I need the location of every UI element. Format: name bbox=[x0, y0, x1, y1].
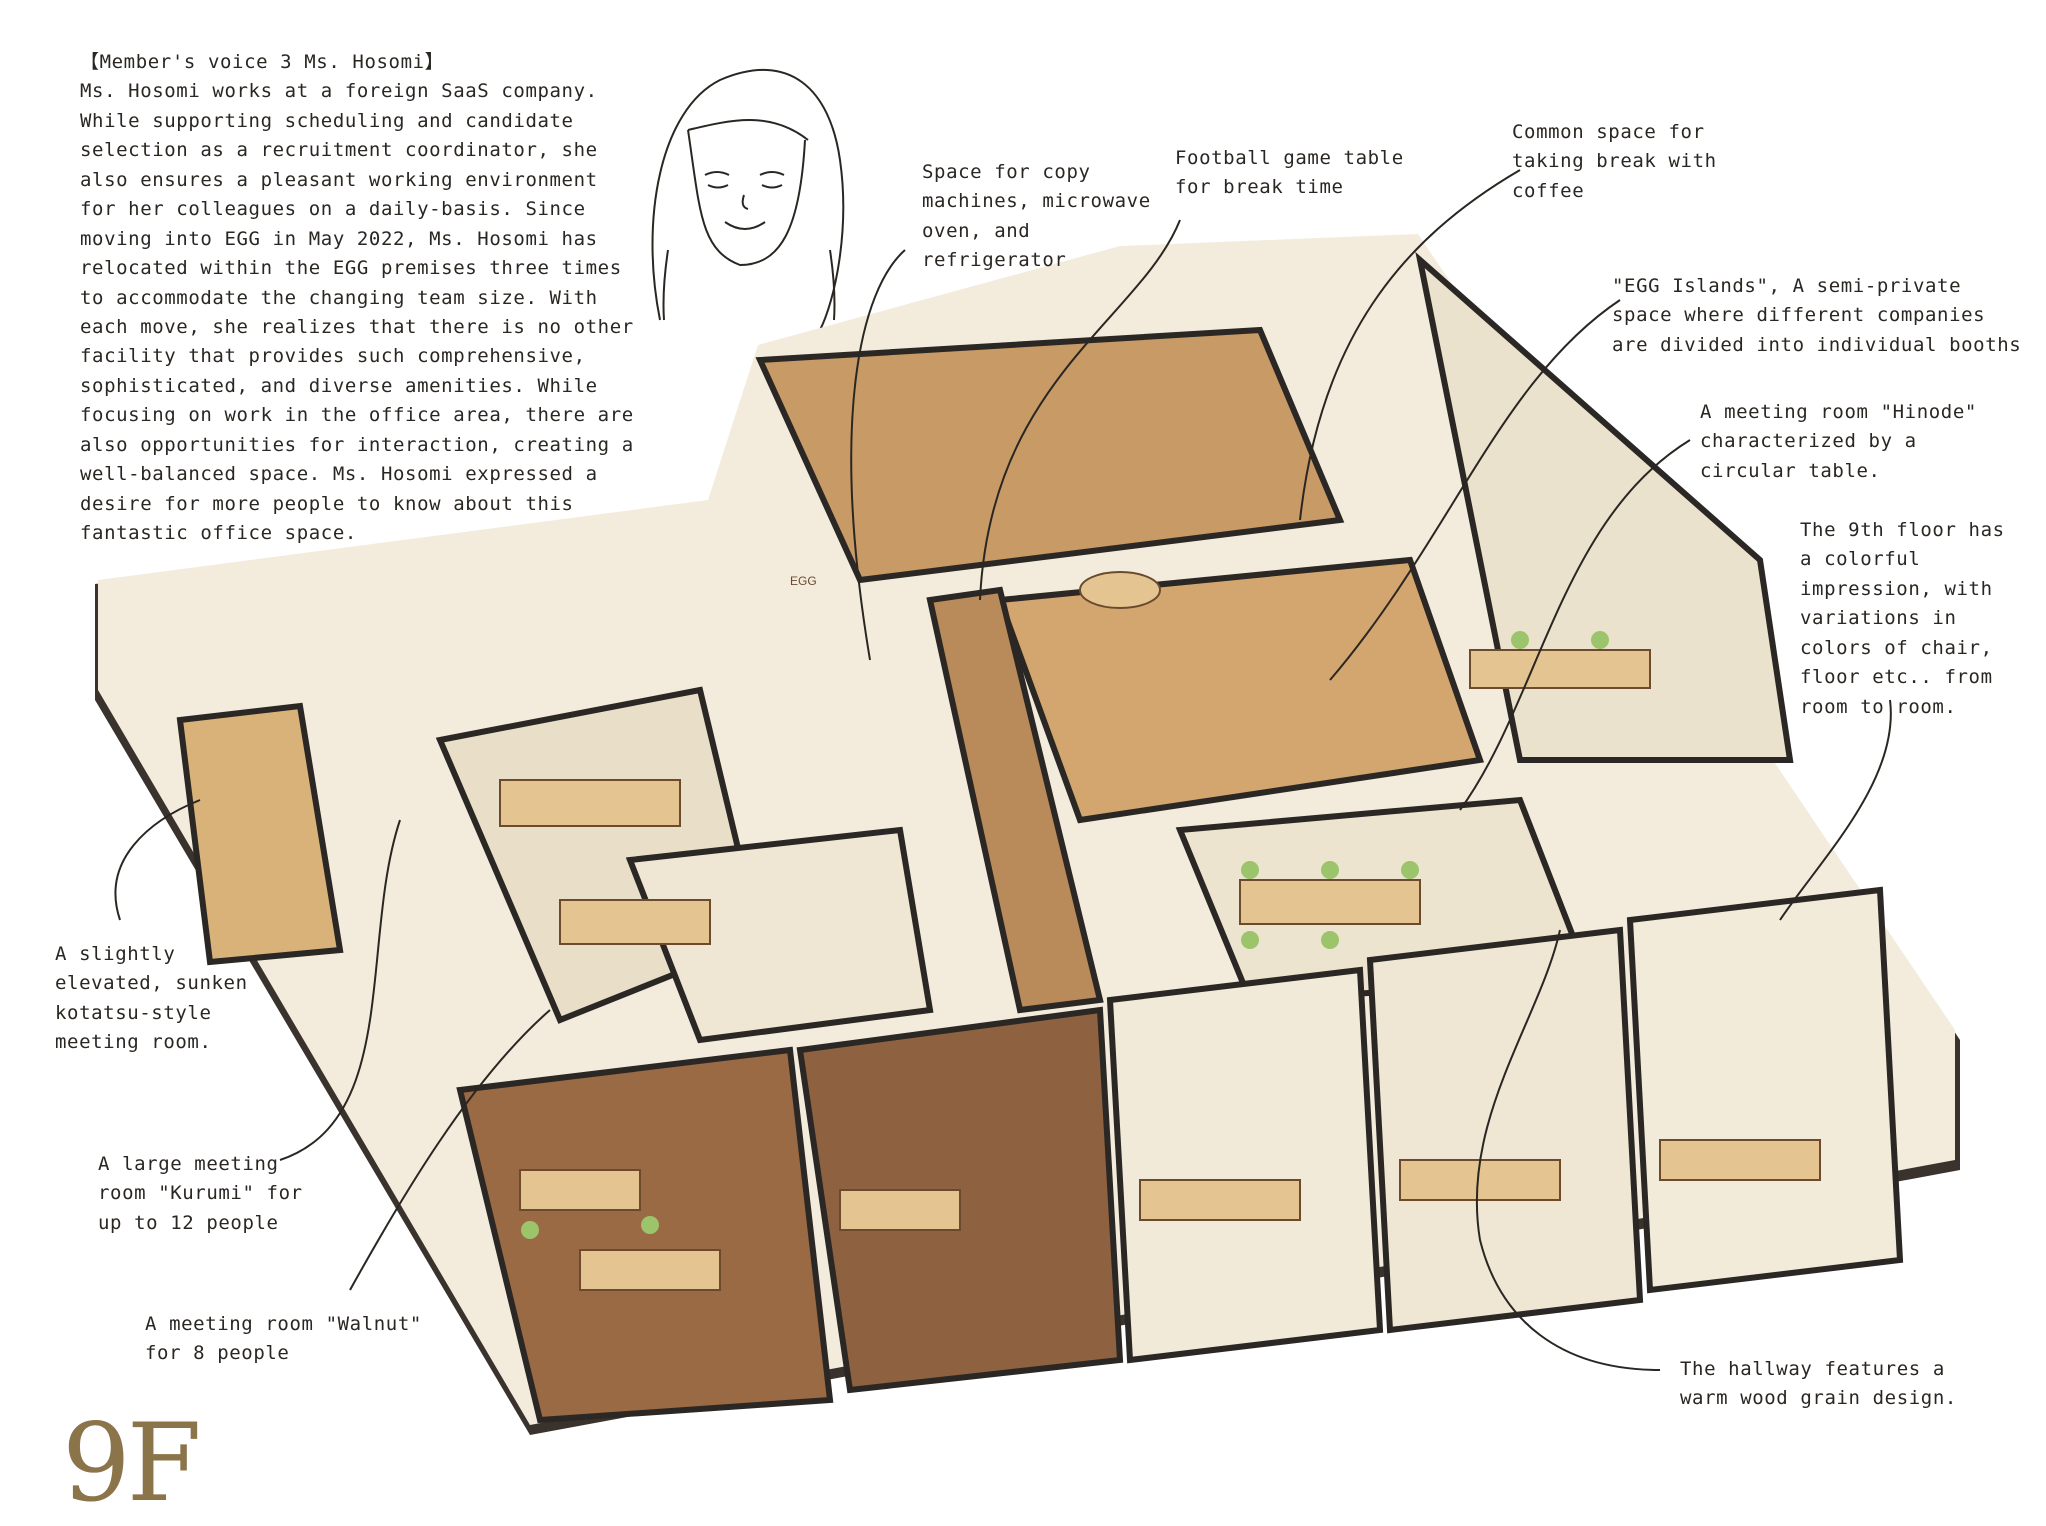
callout-kotatsu: A slightly elevated, sunken kotatsu-styl… bbox=[55, 943, 248, 1054]
member-voice-title: 【Member's voice 3 Ms. Hosomi】 bbox=[80, 51, 445, 73]
chairs bbox=[521, 631, 1609, 1239]
callout-egg-islands: "EGG Islands", A semi-private space wher… bbox=[1612, 275, 2022, 356]
callout-kurumi: A large meeting room "Kurumi" for up to … bbox=[98, 1153, 303, 1234]
desks bbox=[499, 571, 1821, 1291]
callout-coffee: Common space for taking break with coffe… bbox=[1512, 121, 1717, 202]
callout-walnut: A meeting room "Walnut" for 8 people bbox=[145, 1313, 422, 1365]
callout-hinode: A meeting room "Hinode" characterized by… bbox=[1700, 401, 1977, 482]
south-office-1 bbox=[456, 1046, 834, 1424]
callout-football: Football game table for break time bbox=[1175, 147, 1404, 199]
egg-wall-sign: EGG bbox=[790, 574, 817, 588]
south-office-3 bbox=[1106, 966, 1384, 1364]
floor-label: 9F bbox=[62, 1401, 202, 1526]
rooms bbox=[176, 251, 1904, 1424]
leader-lines bbox=[114, 169, 1892, 1371]
kotatsu-room bbox=[176, 702, 344, 966]
portrait-sketch bbox=[651, 69, 845, 331]
member-voice-body: Ms. Hosomi works at a foreign SaaS compa… bbox=[80, 80, 634, 544]
break-area bbox=[755, 326, 1345, 584]
hallway bbox=[926, 586, 1104, 1014]
callout-copy-space: Space for copy machines, microwave oven,… bbox=[922, 161, 1151, 272]
member-voice-text: 【Member's voice 3 Ms. Hosomi】 Ms. Hosomi… bbox=[80, 48, 640, 548]
callout-hallway: The hallway features a warm wood grain d… bbox=[1680, 1358, 1957, 1410]
callout-colorful: The 9th floor has a colorful impression,… bbox=[1800, 519, 2005, 718]
east-office bbox=[1415, 251, 1794, 763]
egg-islands bbox=[995, 556, 1485, 824]
walnut-room bbox=[625, 826, 934, 1044]
south-office-5 bbox=[1626, 886, 1904, 1294]
south-office-4 bbox=[1366, 926, 1644, 1334]
